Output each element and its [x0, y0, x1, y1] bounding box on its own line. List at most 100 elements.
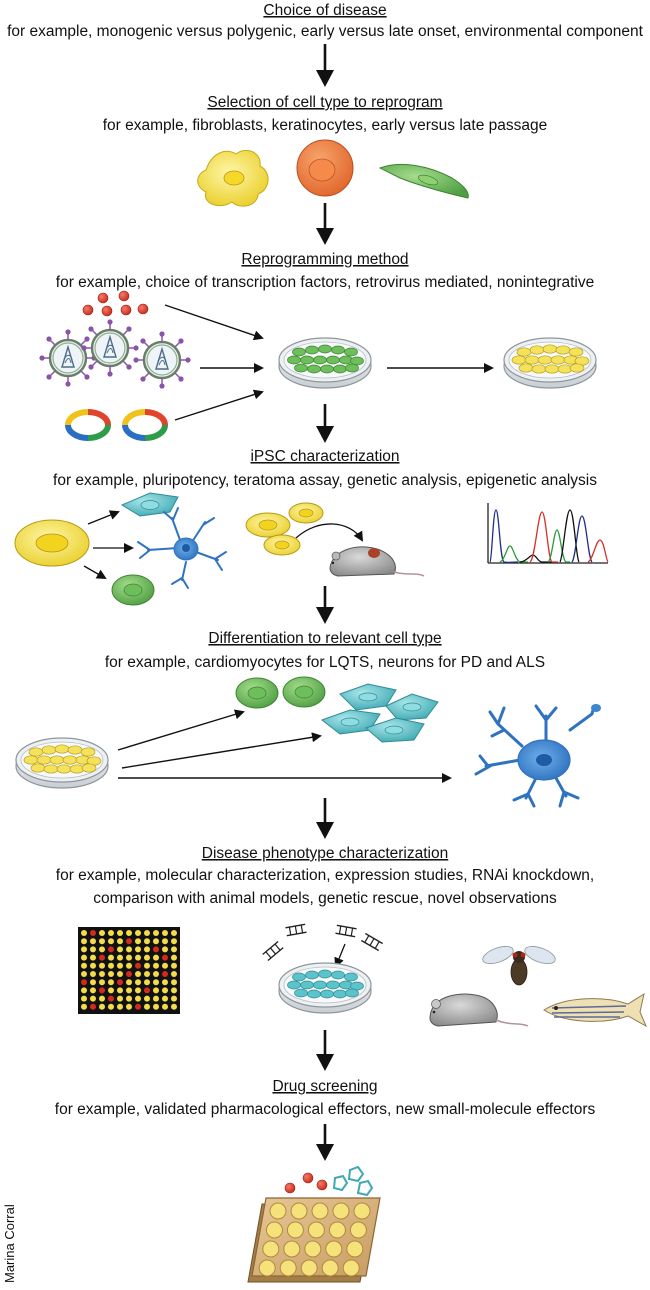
microarray-spot — [171, 995, 177, 1002]
microarray-spot — [108, 962, 114, 969]
microarray-spot — [90, 979, 96, 986]
step-description: for example, molecular characterization,… — [56, 867, 594, 884]
teal-cell-icon — [120, 492, 179, 517]
sirna-icon — [262, 923, 384, 962]
microarray-spot — [171, 962, 177, 969]
microarray-spot — [144, 979, 150, 986]
petri-dish-icon — [15, 737, 109, 789]
microarray-spot — [162, 954, 168, 961]
microarray-spot — [153, 946, 159, 953]
plate-well — [353, 1202, 371, 1220]
pluripotency-arrows — [83, 510, 134, 579]
microarray-icon — [78, 927, 180, 1014]
neuron-icon — [474, 704, 601, 808]
down-arrow-icon — [316, 44, 334, 87]
microarray-spot — [81, 930, 87, 936]
knockdown-arrow — [334, 943, 346, 968]
microarray-spot — [117, 930, 123, 936]
chromatogram-icon — [487, 503, 609, 564]
plate-well — [269, 1202, 287, 1220]
microarray-spot — [126, 954, 132, 961]
microarray-spot — [99, 938, 105, 945]
microarray-spot — [135, 987, 141, 994]
microarray-spot — [171, 1003, 177, 1010]
cardiomyocyte-icon — [235, 676, 326, 709]
step-title: Reprogramming method — [241, 251, 408, 268]
microarray-spot — [99, 979, 105, 986]
microarray-spot — [126, 987, 132, 994]
microarray-spot — [144, 987, 150, 994]
plate-well — [325, 1240, 343, 1258]
plate-well — [283, 1240, 301, 1258]
microarray-spot — [99, 1003, 105, 1010]
artist-credit: Marina Corral — [2, 1204, 17, 1283]
teratoma-arrow — [295, 523, 364, 542]
plate-well — [304, 1240, 322, 1258]
step-1: Choice of disease for example, monogenic… — [7, 2, 644, 40]
microarray-spot — [135, 930, 141, 936]
microarray-spot — [162, 1003, 168, 1010]
microarray-spot — [153, 979, 159, 986]
microarray-spot — [108, 954, 114, 961]
microarray-spot — [171, 930, 177, 936]
microarray-spot — [117, 979, 123, 986]
step-description: comparison with animal models, genetic r… — [93, 890, 557, 907]
microarray-spot — [135, 962, 141, 969]
step-title: Differentiation to relevant cell type — [208, 630, 441, 647]
microarray-spot — [117, 962, 123, 969]
red-bead-icon — [82, 290, 149, 317]
retrovirus-icon — [38, 318, 192, 390]
microarray-spot — [162, 938, 168, 945]
down-arrow-icon — [316, 1124, 334, 1161]
fibroblast-icon — [378, 163, 469, 199]
down-arrow-icon — [316, 203, 334, 245]
flow-arrows — [316, 44, 334, 1161]
down-arrow-icon — [316, 1030, 334, 1071]
microarray-spot — [81, 979, 87, 986]
step-description: for example, fibroblasts, keratinocytes,… — [103, 117, 548, 134]
microarray-spot — [153, 995, 159, 1002]
microarray-spot — [108, 946, 114, 953]
microarray-spot — [81, 971, 87, 977]
plate-well — [265, 1221, 283, 1239]
microarray-spot — [153, 971, 159, 977]
plate-well — [286, 1221, 304, 1239]
microarray-spot — [135, 995, 141, 1002]
microarray-spot — [171, 954, 177, 961]
petri-dish-icon — [503, 337, 597, 389]
microarray-spot — [108, 938, 114, 945]
microarray-spot — [81, 987, 87, 994]
step-2: Selection of cell type to reprogram for … — [103, 94, 548, 134]
microarray-spot — [144, 946, 150, 953]
microarray-spot — [144, 930, 150, 936]
microarray-spot — [144, 954, 150, 961]
step-description: for example, pluripotency, teratoma assa… — [53, 472, 597, 489]
microarray-spot — [162, 971, 168, 977]
microarray-spot — [117, 995, 123, 1002]
microarray-spot — [90, 930, 96, 936]
differentiation-arrows — [117, 709, 452, 783]
step-title: Drug screening — [272, 1078, 377, 1095]
step-title: Choice of disease — [263, 2, 386, 19]
step-title: Selection of cell type to reprogram — [207, 94, 442, 111]
yellow-cell-icon — [14, 519, 90, 567]
microarray-spot — [99, 962, 105, 969]
microarray-spot — [99, 987, 105, 994]
step-4: iPSC characterization for example, pluri… — [53, 448, 597, 489]
microarray-spot — [171, 979, 177, 986]
microarray-spot — [99, 954, 105, 961]
phenotype-figures — [78, 923, 648, 1028]
zebrafish-icon — [543, 992, 648, 1028]
microarray-spot — [126, 979, 132, 986]
microarray-spot — [171, 938, 177, 945]
microarray-spot — [90, 946, 96, 953]
somatic-cells — [197, 139, 469, 207]
microarray-spot — [108, 971, 114, 977]
microarray-spot — [153, 962, 159, 969]
microarray-spot — [117, 1003, 123, 1010]
microarray-spot — [162, 946, 168, 953]
plate-well — [279, 1259, 297, 1277]
yellow-cell-icon — [197, 150, 269, 207]
step-description: for example, monogenic versus polygenic,… — [7, 23, 644, 40]
orange-cell-icon — [296, 139, 354, 197]
